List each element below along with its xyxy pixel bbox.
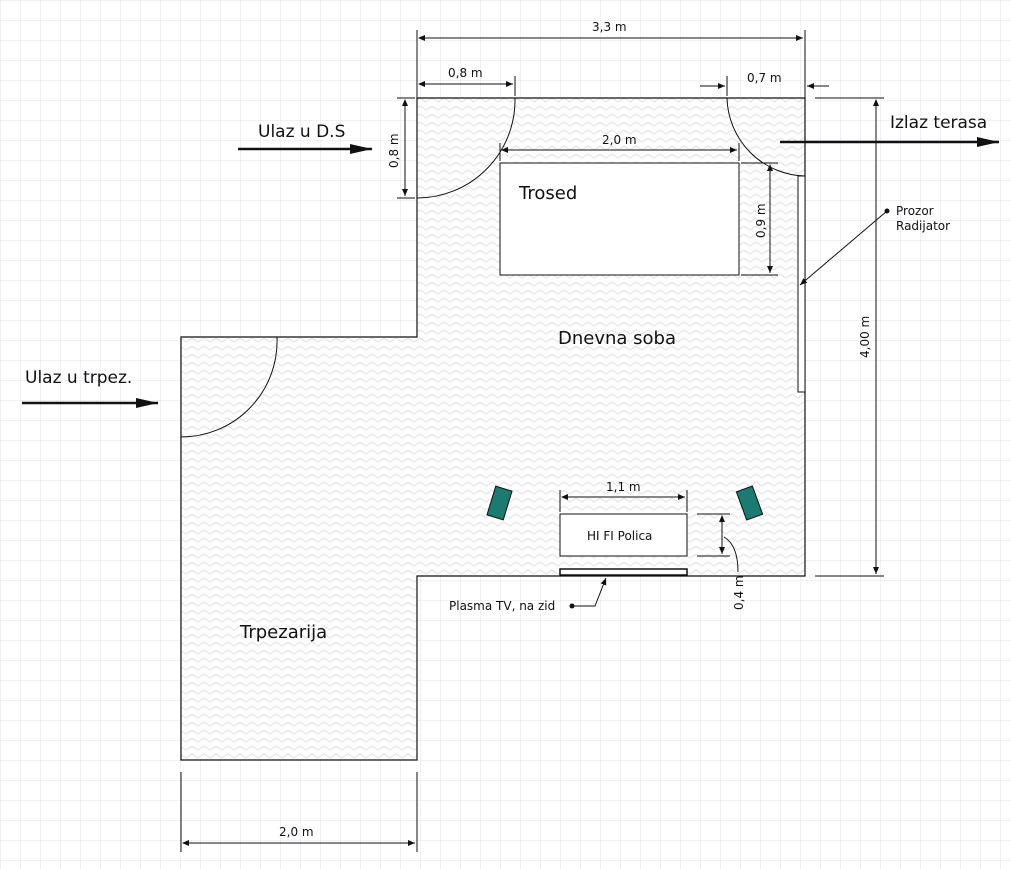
plasma-tv-label: Plasma TV, na zid: [449, 599, 555, 613]
dim-door-left-width: 0,8 m: [448, 66, 483, 80]
dim-door-left-depth: 0,8 m: [387, 133, 401, 168]
plasma-tv-callout-line: [572, 577, 607, 607]
door-dining-arc: [180, 336, 278, 438]
dim-shelf-depth-leader: [723, 536, 739, 573]
speaker-right: [735, 485, 764, 521]
speaker-left: [486, 485, 513, 521]
dim-sofa-width: 2,0 m: [602, 133, 637, 147]
window-label-line2: Radijator: [896, 219, 950, 233]
dim-sofa-depth: 0,9 m: [754, 203, 768, 238]
door-left-arc: [416, 97, 516, 199]
dim-bottom-width: 2,0 m: [279, 825, 314, 839]
dim-top-width: 3,3 m: [592, 20, 627, 34]
window-label-line1: Prozor: [896, 204, 934, 218]
entrance-dining-label: Ulaz u trpez.: [25, 368, 132, 388]
dim-room-height: 4,00 m: [858, 316, 872, 358]
dim-shelf-width: 1,1 m: [606, 480, 641, 494]
hifi-shelf-label: HI FI Polica: [587, 529, 652, 543]
window-callout-line: [799, 210, 888, 286]
sofa: [499, 162, 740, 276]
dim-door-right-width: 0,7 m: [747, 71, 782, 85]
dining-room-label: Trpezarija: [239, 622, 327, 643]
entrance-living-label: Ulaz u D.S: [258, 122, 345, 142]
living-room-label: Dnevna soba: [558, 328, 676, 349]
sofa-label: Trosed: [518, 183, 577, 204]
exit-terrace-label: Izlaz terasa: [890, 113, 987, 133]
plasma-tv: [559, 568, 688, 576]
door-right-arc: [726, 97, 806, 177]
hifi-shelf: [559, 513, 688, 557]
dim-shelf-depth: 0,4 m: [732, 575, 746, 610]
